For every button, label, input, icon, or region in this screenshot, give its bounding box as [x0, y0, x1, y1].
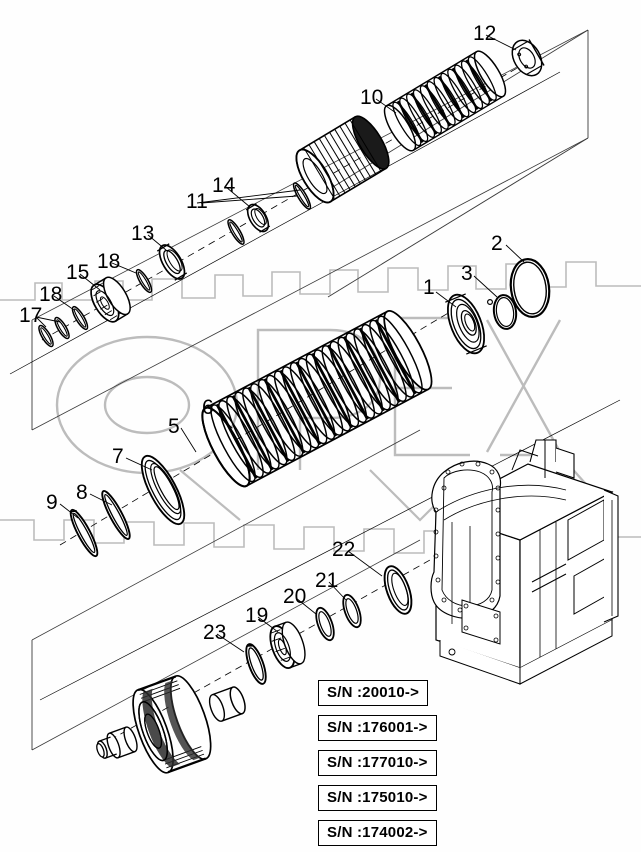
part-group-lower [96, 565, 413, 774]
callout-18-upper: 18 [97, 250, 121, 273]
callout-23: 23 [203, 621, 227, 644]
part-6-clutch-pack [201, 310, 433, 488]
part-23-snapring [245, 643, 267, 685]
part-18b-snapring [71, 305, 89, 331]
callout-6: 6 [202, 396, 214, 419]
part-2-oring-large [509, 258, 551, 318]
callout-12: 12 [473, 22, 497, 45]
part-15-roller-bearing [90, 276, 131, 323]
serial-box-174002: S/N :174002-> [318, 820, 437, 846]
callout-7: 7 [112, 445, 124, 468]
callout-15: 15 [66, 261, 90, 284]
part-10-spring-pack [383, 50, 507, 152]
callout-8: 8 [76, 481, 88, 504]
part-22-seal-ring [383, 565, 413, 615]
callout-leader-lines [35, 34, 525, 653]
callout-14: 14 [212, 174, 236, 197]
part-9-retaining-ring [69, 508, 99, 558]
callout-22: 22 [332, 538, 356, 561]
callout-21: 21 [315, 569, 339, 592]
callout-2: 2 [491, 232, 503, 255]
callout-19: 19 [245, 604, 269, 627]
callout-3: 3 [461, 262, 473, 285]
serial-box-176001: S/N :176001-> [318, 715, 437, 741]
callout-17: 17 [19, 304, 43, 327]
diagram-frame-panels [9, 29, 621, 751]
part-17-snapring-b [38, 324, 54, 348]
callout-10: 10 [360, 86, 384, 109]
callout-5: 5 [168, 415, 180, 438]
callout-20: 20 [283, 585, 307, 608]
part-gear-hub-top [295, 115, 390, 204]
part-13-bearing [156, 243, 188, 281]
callout-9: 9 [46, 491, 58, 514]
callout-11: 11 [186, 190, 208, 213]
serial-box-20010: S/N :20010-> [318, 680, 429, 706]
part-19-bearing [269, 621, 306, 669]
part-17-snapring-a [54, 316, 70, 340]
callout-18-lower: 18 [39, 283, 63, 306]
part-12-washer [511, 39, 545, 77]
part-1-piston [445, 293, 487, 355]
callout-13: 13 [131, 222, 155, 245]
part-14-bearing [245, 203, 271, 233]
part-group-middle [69, 258, 551, 558]
serial-box-175010: S/N :175010-> [318, 785, 437, 811]
transmission-housing [430, 439, 619, 685]
part-20-shim [315, 606, 335, 642]
serial-box-177010: S/N :177010-> [318, 750, 437, 776]
part-11-oring [292, 182, 312, 210]
part-7-pressure-plate [140, 454, 186, 526]
part-18a-snapring [135, 268, 153, 294]
part-21-washer [342, 593, 362, 629]
callout-1: 1 [423, 276, 435, 299]
part-group-top [38, 39, 545, 348]
part-13-oring-a [227, 219, 245, 245]
part-shaft-gear-assembly [96, 675, 246, 774]
part-8-snapring [101, 490, 131, 540]
part-3-oring-medium [492, 294, 518, 330]
